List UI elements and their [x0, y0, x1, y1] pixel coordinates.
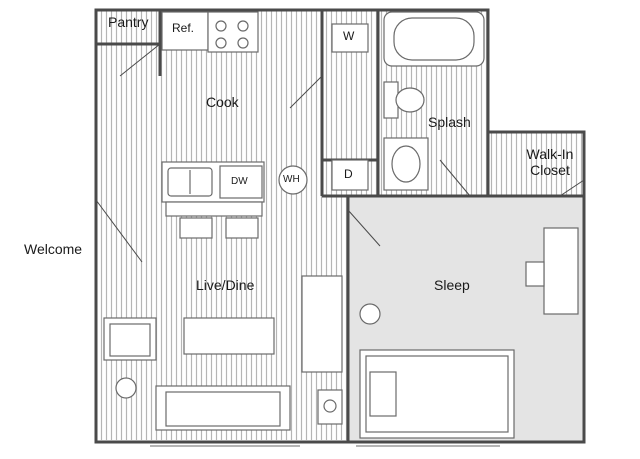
pantry-door [119, 43, 161, 77]
sofa-seat [165, 391, 281, 427]
room-label-welcome: Welcome [24, 241, 83, 257]
room-label-pantry: Pantry [108, 14, 149, 30]
desk [543, 227, 579, 315]
kitchen-fixtures [161, 11, 308, 239]
side-table [115, 377, 137, 399]
burner-icon [237, 37, 249, 49]
laundry-door [289, 75, 323, 109]
lamp-icon [323, 399, 337, 413]
burner-icon [237, 20, 249, 32]
dishwasher [219, 165, 263, 199]
room-label-cook: Cook [206, 94, 239, 110]
nightstand-lamp [359, 303, 381, 325]
tv-console [301, 275, 343, 373]
room-label-sleep: Sleep [434, 277, 470, 293]
room-label-splash: Splash [428, 114, 471, 130]
desk-chair [525, 261, 545, 287]
bedroom-door [347, 209, 381, 247]
fixture-label-dryer: D [344, 167, 353, 181]
toilet-bowl [395, 87, 425, 113]
bath-door [439, 159, 471, 197]
armchair-seat [109, 323, 151, 357]
tub-basin [393, 17, 475, 61]
door-swings [95, 43, 585, 263]
closet-door [559, 179, 585, 197]
bath-fixtures [383, 11, 485, 191]
bedroom-furniture [359, 227, 579, 439]
breakfast-bar [165, 201, 263, 217]
closet-floor [488, 132, 584, 196]
pillow [369, 371, 397, 417]
fixture-label-refrigerator: Ref. [172, 21, 195, 35]
bar-stool [179, 217, 213, 239]
outer-wall [94, 8, 586, 444]
dining-table [183, 317, 275, 355]
bar-stool [225, 217, 259, 239]
fixture-label-washer: W [343, 29, 355, 43]
fixture-label-dishwasher: DW [231, 176, 248, 187]
sink-basin [391, 145, 421, 183]
range [207, 11, 259, 53]
refrigerator [161, 11, 209, 51]
burner-icon [215, 20, 227, 32]
entry-door [95, 199, 143, 263]
laundry-fixtures [331, 23, 369, 191]
room-label-walk-in-closet: Walk-In Closet [526, 146, 574, 179]
dryer [331, 159, 369, 191]
water-heater [278, 165, 308, 195]
room-label-live-dine: Live/Dine [196, 277, 255, 293]
fixture-label-water-heater: WH [283, 174, 300, 185]
washer [331, 23, 369, 53]
living-furniture [103, 275, 343, 431]
burner-icon [215, 37, 227, 49]
